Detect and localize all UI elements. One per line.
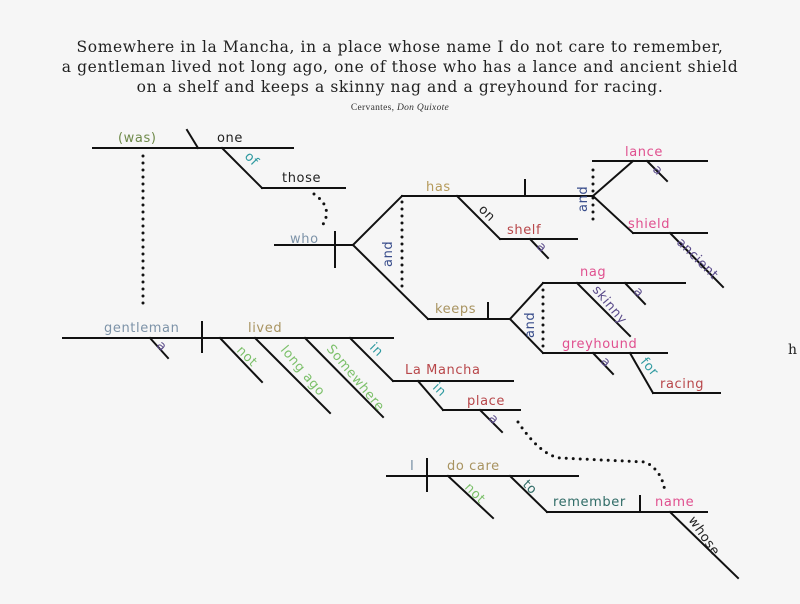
modifier-line-ancient <box>668 231 725 289</box>
word-on: on <box>475 202 498 225</box>
cropped-edge-text: h <box>788 342 798 358</box>
word-la-mancha: La Mancha <box>405 363 481 378</box>
modifier-line-a-nag <box>623 281 647 306</box>
word-and-has-keeps: and <box>381 241 396 267</box>
word-gentleman: gentleman <box>104 321 179 336</box>
modifier-line-not <box>218 336 264 384</box>
word-whose: whose <box>685 514 723 559</box>
word-who: who <box>290 232 319 247</box>
word-and-nag-greyhound: and <box>523 312 538 338</box>
fork-upper <box>351 194 404 247</box>
word-was: (was) <box>118 131 157 146</box>
fork-nag <box>508 281 545 321</box>
modifier-line-in <box>348 336 395 383</box>
word-to: to <box>519 477 540 498</box>
word-I: I <box>410 459 414 474</box>
word-shelf: shelf <box>507 223 541 238</box>
citation: Cervantes, Don Quixote <box>0 103 800 113</box>
quote-line: Somewhere in la Mancha, in a place whose… <box>76 38 724 56</box>
diagram-lines <box>62 128 740 580</box>
word-a-place: a <box>485 411 502 428</box>
word-nag: nag <box>580 265 606 280</box>
modifier-line-a-gentleman <box>148 336 170 360</box>
modifier-line-of <box>220 146 264 190</box>
word-skinny: skinny <box>589 283 630 328</box>
modifier-line-long-ago <box>253 336 332 415</box>
word-lance: lance <box>625 145 663 160</box>
word-a-shelf: a <box>533 239 550 256</box>
quote-line: a gentleman lived not long ago, one of t… <box>61 58 739 76</box>
word-and-lance-shield: and <box>576 186 591 212</box>
fork-greyhound <box>508 317 545 355</box>
modifier-line-whose <box>668 510 740 580</box>
predicate-divider <box>185 128 200 150</box>
modifier-line-skinny <box>575 281 632 338</box>
quote-line: on a shelf and keeps a skinny nag and a … <box>136 78 664 96</box>
modifier-line-for <box>628 351 655 395</box>
word-place: place <box>467 394 505 409</box>
word-a-gentleman: a <box>153 338 170 355</box>
fork-shield <box>591 194 635 235</box>
fork-lower <box>351 243 430 321</box>
word-of: of <box>241 149 261 169</box>
fork-lance <box>591 159 635 198</box>
word-remember: remember <box>553 495 626 510</box>
modifier-line-a-place <box>478 408 504 434</box>
word-greyhound: greyhound <box>562 337 637 352</box>
word-do-care: do care <box>447 459 500 474</box>
word-long-ago: long ago <box>277 343 328 400</box>
modifier-line-on <box>455 194 502 241</box>
modifier-line-in-place <box>416 379 445 412</box>
word-one: one <box>217 131 243 146</box>
word-not-care: not <box>461 480 488 507</box>
word-those: those <box>282 171 321 186</box>
word-shield: shield <box>628 217 670 232</box>
citation-author: Cervantes, <box>350 103 395 113</box>
modifier-line-a-shelf <box>528 237 550 260</box>
modifier-line-a-greyhound <box>591 351 615 376</box>
relative-connector-whose <box>516 420 667 494</box>
word-name: name <box>655 495 694 510</box>
word-a-nag: a <box>630 284 647 301</box>
modifier-line-to <box>508 474 549 514</box>
modifier-line-somewhere <box>303 336 385 419</box>
word-racing: racing <box>660 377 704 392</box>
word-lived: lived <box>248 321 282 336</box>
quote-text: Somewhere in la Mancha, in a place whose… <box>0 37 800 97</box>
word-not: not <box>233 343 260 370</box>
modifier-line-a-lance <box>645 159 669 183</box>
word-ancient: ancient <box>673 235 721 283</box>
word-a-greyhound: a <box>597 354 614 371</box>
word-keeps: keeps <box>435 302 476 317</box>
word-for: for <box>637 355 661 380</box>
citation-work: Don Quixote <box>396 103 450 113</box>
word-has: has <box>426 180 451 195</box>
modifier-line-not-care <box>446 474 495 520</box>
relative-connector <box>312 192 328 228</box>
